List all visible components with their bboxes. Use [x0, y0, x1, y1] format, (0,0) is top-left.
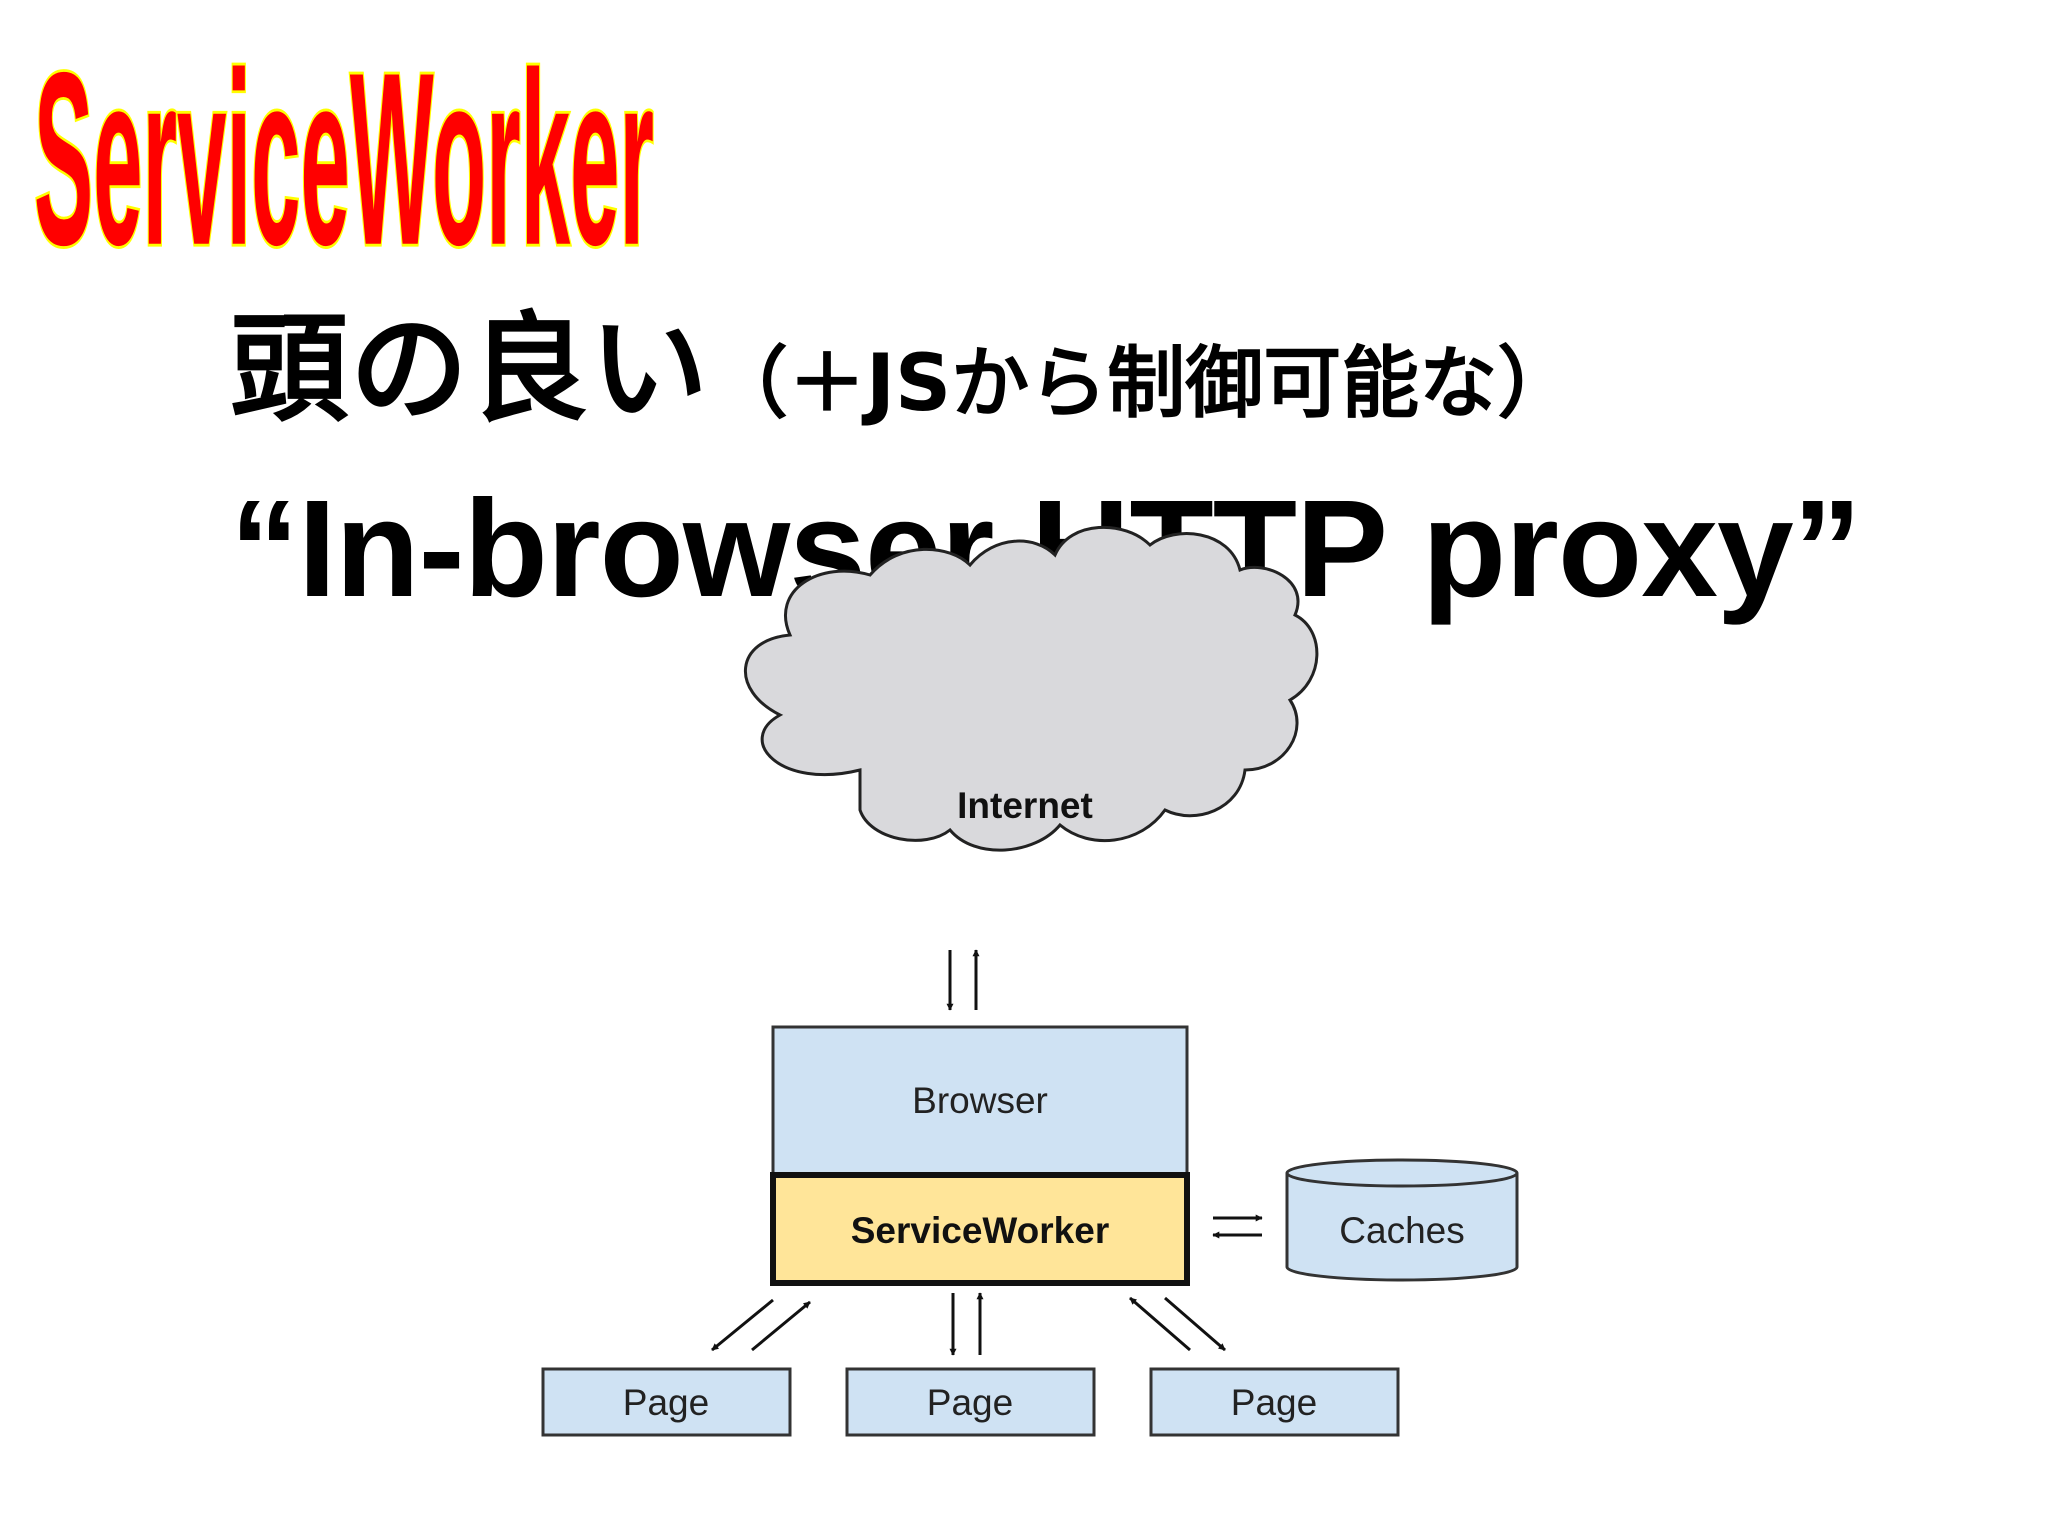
page-rect-2 — [845, 1367, 1096, 1437]
arrow-from-page-3 — [1129, 1296, 1191, 1352]
serviceworker-logo: ServiceWorker — [31, 19, 657, 270]
browser-box: Browser — [771, 1025, 1189, 1177]
arrow-to-page-1 — [711, 1298, 774, 1352]
page-rect-1 — [541, 1367, 792, 1437]
cylinder-body — [1285, 1173, 1519, 1282]
caches-cylinder: Caches — [1285, 1158, 1519, 1282]
serviceworker-caches-arrows — [1212, 1214, 1263, 1239]
internet-cloud: Internet — [743, 525, 1319, 852]
page-label-3: Page — [1231, 1382, 1317, 1423]
serviceworker-logo-text: ServiceWorker — [34, 22, 654, 270]
cylinder-top — [1285, 1158, 1519, 1188]
page-box-2: Page — [845, 1367, 1096, 1437]
browser-label: Browser — [912, 1080, 1048, 1121]
page-label-1: Page — [623, 1382, 709, 1423]
arrow-from-page-1 — [751, 1300, 811, 1352]
headline-line-1: 頭の良い（＋JSから制御可能な） — [230, 310, 1575, 428]
internet-label: Internet — [957, 785, 1093, 826]
browser-rect — [771, 1025, 1189, 1177]
headline-line-1-main: 頭の良い — [230, 300, 711, 438]
headline-line-1-paren: （＋JSから制御可能な） — [710, 339, 1576, 429]
page-rect-3 — [1149, 1367, 1400, 1437]
serviceworker-rect — [770, 1172, 1190, 1286]
serviceworker-label: ServiceWorker — [851, 1210, 1109, 1251]
page-box-1: Page — [541, 1367, 792, 1437]
serviceworker-box: ServiceWorker — [770, 1172, 1190, 1286]
cloud-shape — [743, 525, 1319, 852]
page-label-2: Page — [927, 1382, 1013, 1423]
arrow-to-page-3 — [1164, 1296, 1226, 1352]
page-box-3: Page — [1149, 1367, 1400, 1437]
serviceworker-pages-arrows — [711, 1292, 1226, 1356]
internet-browser-arrows — [946, 949, 980, 1011]
caches-label: Caches — [1339, 1210, 1464, 1251]
